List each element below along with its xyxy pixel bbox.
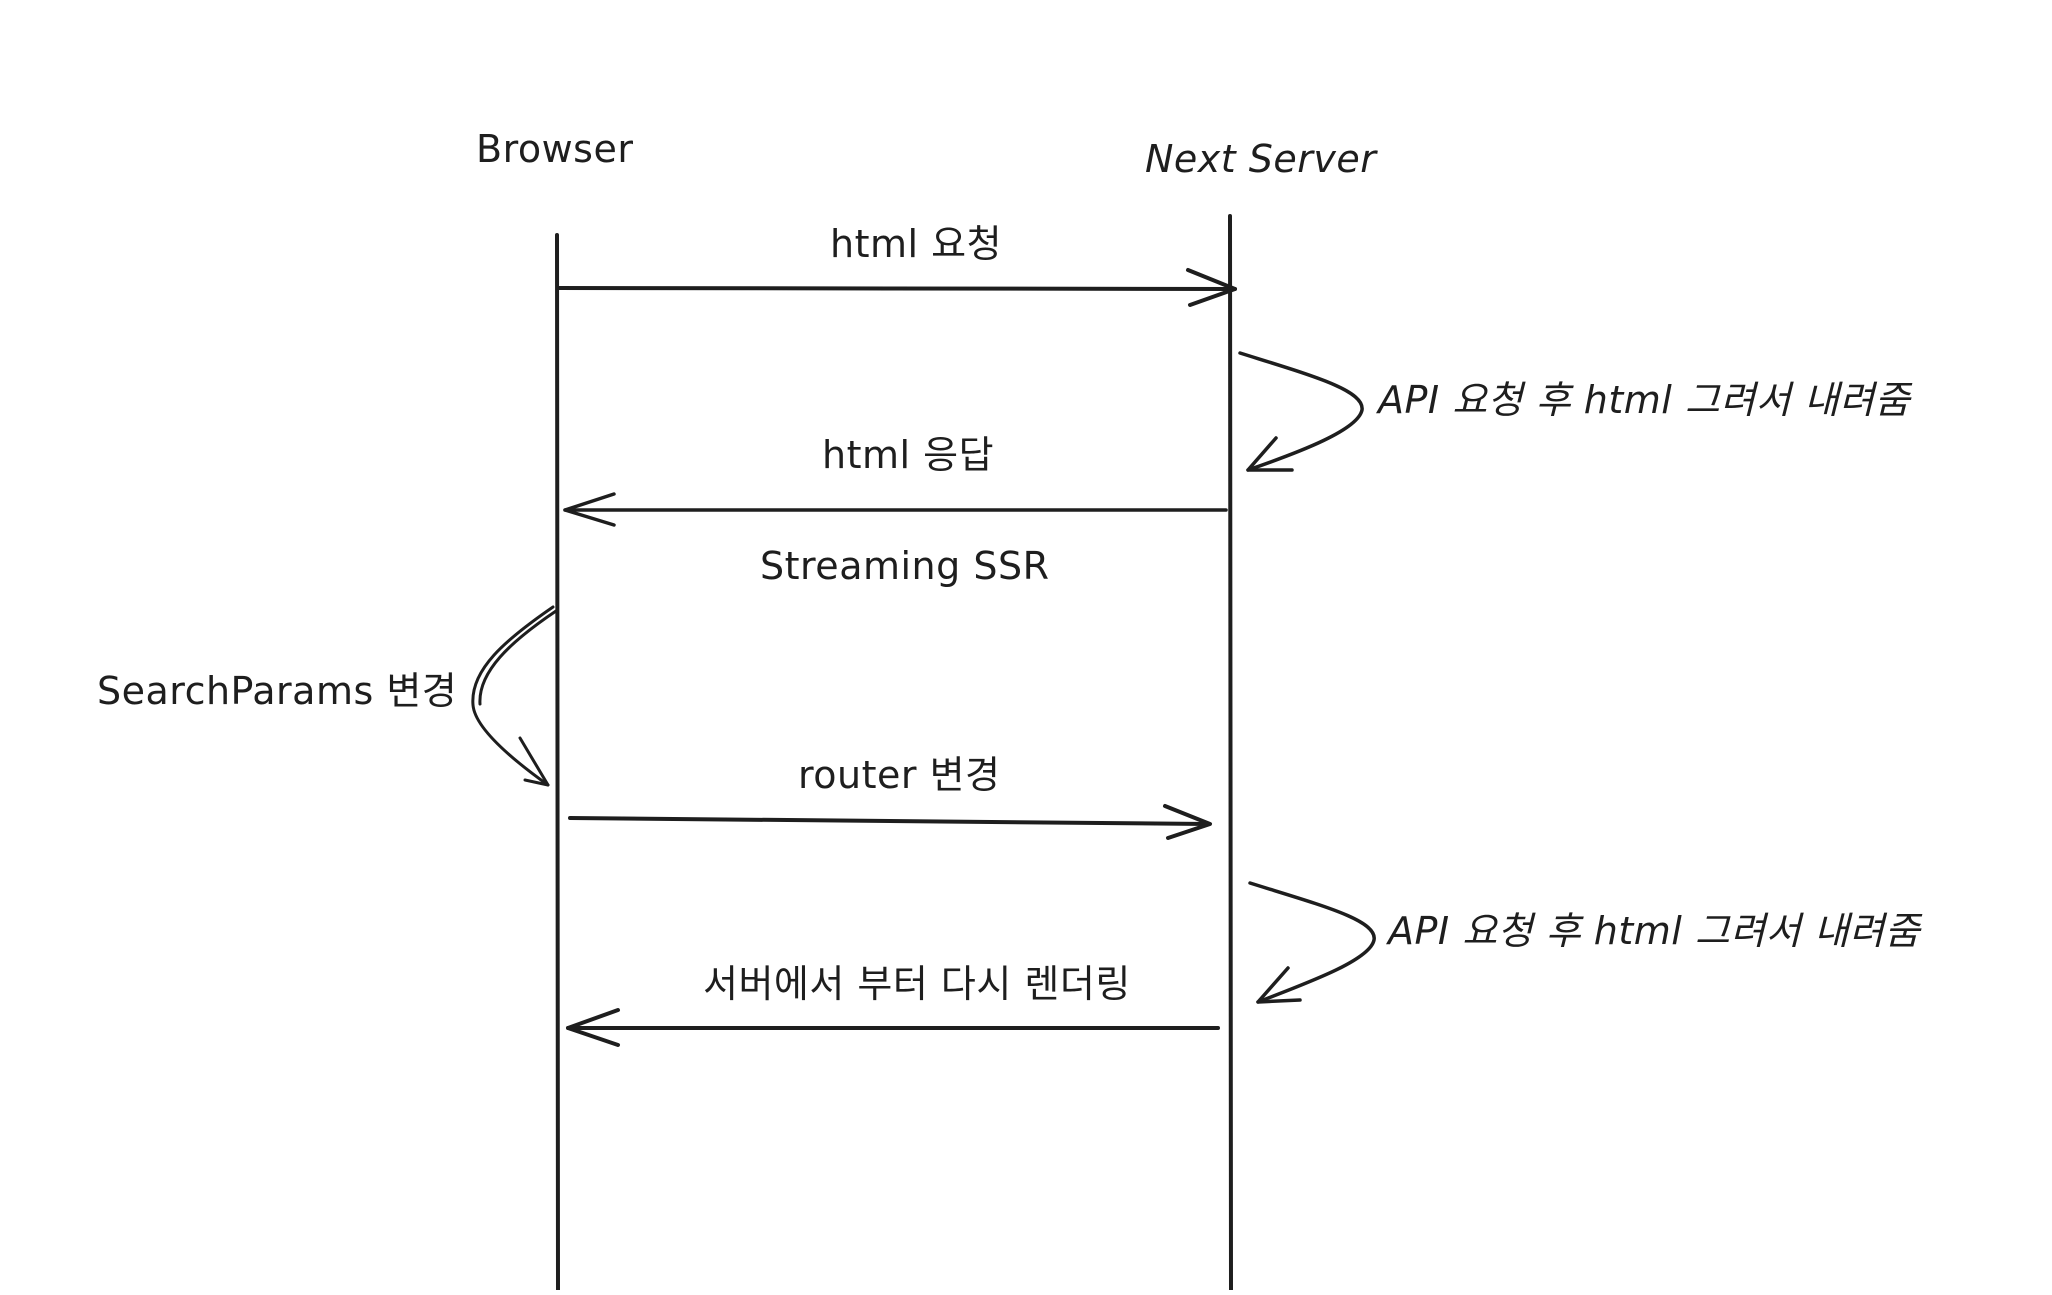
- rerender-from-server-label: 서버에서 부터 다시 렌더링: [703, 962, 1131, 1006]
- server-render-note-1: API 요청 후 html 그려서 내려줌: [1378, 378, 1911, 422]
- browser-participant-label: Browser: [476, 127, 634, 171]
- server-self-arrow-1: [1238, 351, 1364, 472]
- router-change-arrow: [568, 804, 1212, 840]
- search-params-self-arrow: [471, 605, 558, 787]
- rerender-arrow: [566, 1008, 1220, 1047]
- html-request-arrow: [556, 268, 1237, 307]
- server-lifeline: [1228, 214, 1233, 1292]
- server-render-note-2: API 요청 후 html 그려서 내려줌: [1388, 909, 1921, 953]
- search-params-change-label: SearchParams 변경: [97, 669, 458, 713]
- server-participant-label: Next Server: [1145, 137, 1377, 181]
- html-request-label: html 요청: [830, 222, 1003, 266]
- router-change-label: router 변경: [798, 753, 1001, 797]
- streaming-ssr-label: Streaming SSR: [760, 544, 1050, 588]
- browser-lifeline: [555, 233, 560, 1292]
- html-response-label: html 응답: [822, 433, 995, 477]
- server-self-arrow-2: [1248, 881, 1376, 1004]
- html-response-arrow: [563, 492, 1228, 527]
